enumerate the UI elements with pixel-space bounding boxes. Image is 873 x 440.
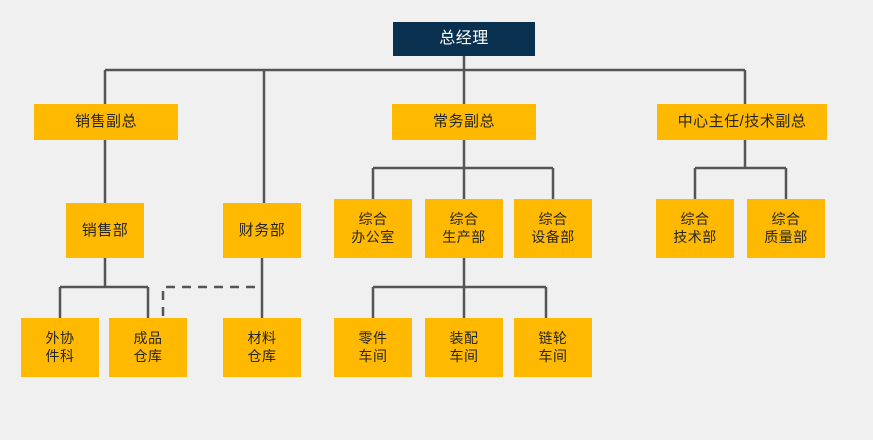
node-general-equipment-department[interactable]: 综合 设备部 (514, 199, 592, 258)
node-material-warehouse[interactable]: 材料 仓库 (223, 318, 301, 377)
node-assembly-workshop[interactable]: 装配 车间 (425, 318, 503, 377)
node-general-manager[interactable]: 总经理 (393, 22, 535, 56)
node-general-technology-department[interactable]: 综合 技术部 (656, 199, 734, 258)
node-general-production-department-label: 综合 生产部 (442, 210, 486, 245)
node-finance-department[interactable]: 财务部 (223, 203, 301, 258)
node-sprocket-workshop-label: 链轮 车间 (538, 329, 568, 364)
node-executive-vp-label: 常务副总 (432, 113, 495, 131)
node-general-equipment-department-label: 综合 设备部 (531, 210, 575, 245)
node-outsourcing-parts-section-label: 外协 件科 (45, 329, 75, 364)
node-general-office-label: 综合 办公室 (351, 210, 395, 245)
node-general-technology-department-label: 综合 技术部 (673, 210, 717, 245)
node-sales-department[interactable]: 销售部 (66, 203, 144, 258)
node-finished-goods-warehouse[interactable]: 成品 仓库 (109, 318, 187, 377)
node-general-quality-department[interactable]: 综合 质量部 (747, 199, 825, 258)
node-center-director-technical-vp[interactable]: 中心主任/技术副总 (657, 104, 827, 140)
node-finance-department-label: 财务部 (238, 221, 286, 239)
node-sprocket-workshop[interactable]: 链轮 车间 (514, 318, 592, 377)
connector-dashed-finance-to-finished-goods (161, 285, 255, 318)
node-general-manager-label: 总经理 (439, 29, 489, 47)
node-sales-department-label: 销售部 (81, 221, 129, 239)
node-material-warehouse-label: 材料 仓库 (247, 329, 277, 364)
node-general-production-department[interactable]: 综合 生产部 (425, 199, 503, 258)
node-general-quality-department-label: 综合 质量部 (764, 210, 808, 245)
node-outsourcing-parts-section[interactable]: 外协 件科 (21, 318, 99, 377)
node-parts-workshop[interactable]: 零件 车间 (334, 318, 412, 377)
node-general-office[interactable]: 综合 办公室 (334, 199, 412, 258)
node-parts-workshop-label: 零件 车间 (358, 329, 388, 364)
node-center-director-technical-vp-label: 中心主任/技术副总 (677, 113, 807, 131)
node-finished-goods-warehouse-label: 成品 仓库 (133, 329, 163, 364)
node-sales-vp[interactable]: 销售副总 (34, 104, 178, 140)
node-executive-vp[interactable]: 常务副总 (392, 104, 536, 140)
node-assembly-workshop-label: 装配 车间 (449, 329, 479, 364)
node-sales-vp-label: 销售副总 (74, 113, 137, 131)
